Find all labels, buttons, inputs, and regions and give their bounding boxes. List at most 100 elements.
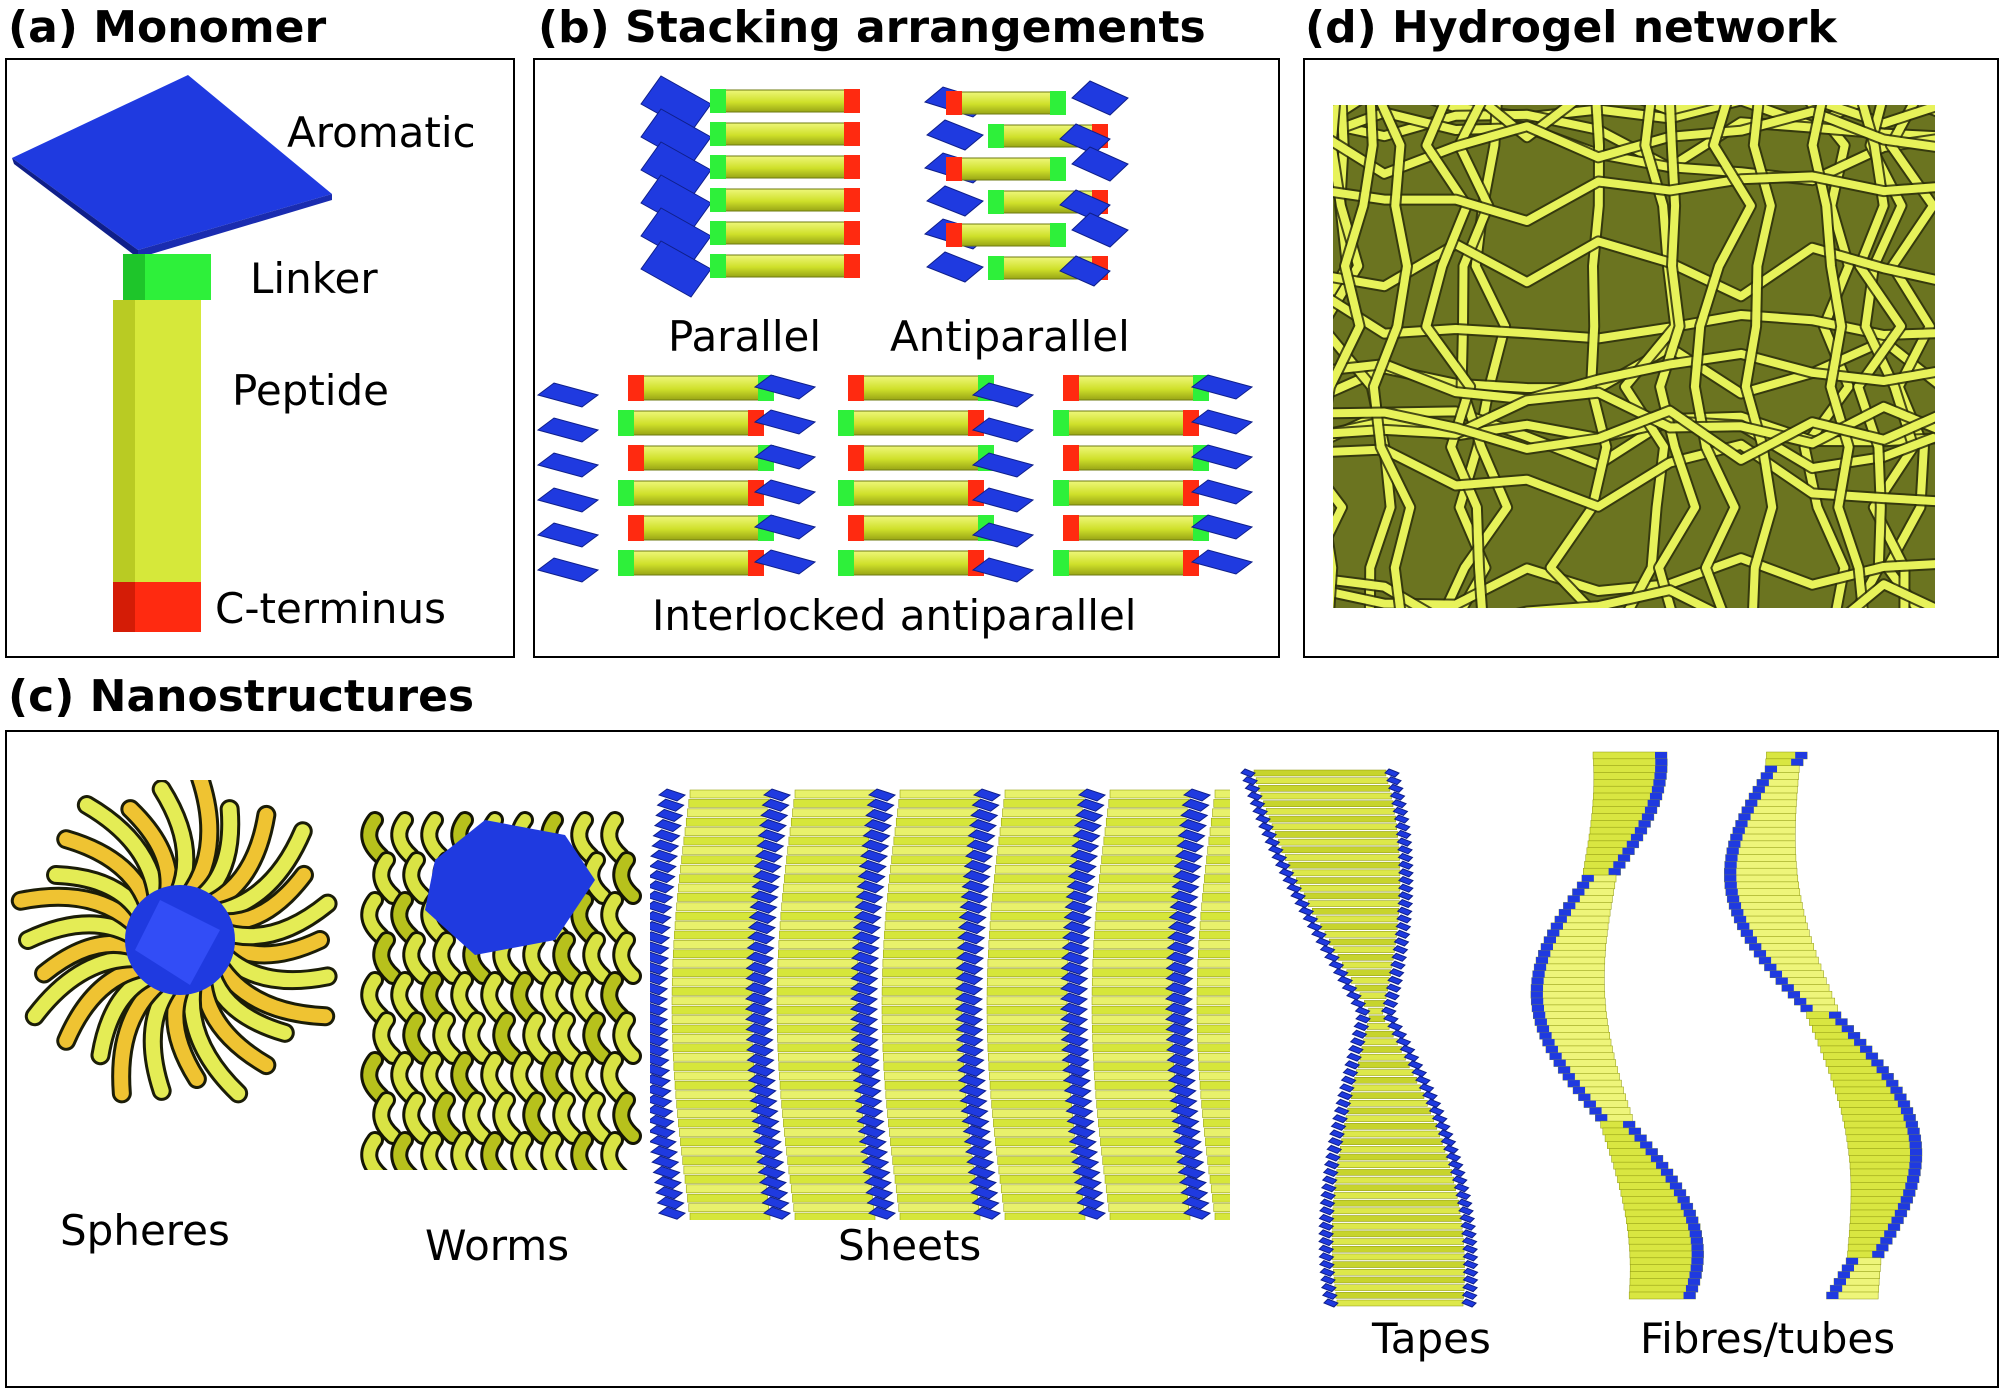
sheet-strand-1-5 <box>788 836 870 846</box>
sheet-strand-2-21 <box>881 987 963 996</box>
fibre-b-aromatic-36 <box>1794 998 1807 1006</box>
sheet-aromatic-0-24 <box>650 1033 669 1047</box>
tape-aromatic-right-53 <box>1451 1175 1468 1185</box>
sheet-strand-0-6 <box>682 846 763 855</box>
anti-rod-5-left-cap <box>988 256 1004 280</box>
sheet-aromatic-3-0 <box>972 788 1002 802</box>
worm-arm-5-7 <box>585 1014 609 1062</box>
tape-strand-69 <box>1336 1299 1464 1307</box>
inter-rod-0-1-right-cap <box>748 410 764 436</box>
sheet-strand-3-40 <box>998 1165 1080 1175</box>
sheet-strand-3-5 <box>998 836 1080 846</box>
fibre-b-aromatic-62 <box>1907 1175 1920 1183</box>
sheet-aromatic-0-23 <box>650 1023 669 1037</box>
tape-aromatic-left-31 <box>1354 1006 1371 1016</box>
sheet-strand-2-24 <box>881 1015 963 1024</box>
tape-aromatic-left-11 <box>1271 852 1288 863</box>
tape-strand-57 <box>1332 1207 1461 1215</box>
sheet-aromatic-4-40 <box>1076 1196 1105 1210</box>
sheet-aromatic-3-18 <box>955 972 984 986</box>
sheet-strand-3-36 <box>994 1128 1075 1137</box>
fibre-b-aromatic-72 <box>1876 1244 1889 1252</box>
sheet-strand-5-24 <box>1196 1015 1230 1024</box>
sheet-aromatic-5-38 <box>1178 1176 1207 1190</box>
sheet-aromatic-1-2 <box>760 808 789 822</box>
tape-strand-32 <box>1368 1015 1386 1023</box>
inter-rod-1-1-peptide <box>839 410 983 436</box>
sheet-strand-3-38 <box>996 1146 1077 1156</box>
sheet-strand-1-35 <box>783 1118 864 1128</box>
parallel-rod-2-left-cap <box>710 155 726 179</box>
sheet-strand-2-12 <box>886 902 967 912</box>
tape-aromatic-right-17 <box>1397 898 1414 909</box>
sheet-aromatic-3-30 <box>959 1094 988 1108</box>
worm-arm-5-3 <box>465 1014 489 1062</box>
sheet-strand-0-7 <box>681 855 762 865</box>
sheet-aromatic-4-5 <box>1071 839 1100 853</box>
sheet-aromatic-1-29 <box>748 1084 777 1098</box>
sheet-aromatic-4-20 <box>1059 992 1089 1006</box>
fibre-b-aromatic-42 <box>1854 1039 1867 1047</box>
sheet-strand-5-9 <box>1204 874 1230 883</box>
fibre-b-aromatic-37 <box>1800 1004 1813 1012</box>
sheet-aromatic-1-6 <box>754 849 784 863</box>
tape-aromatic-left-60 <box>1318 1229 1334 1239</box>
sheet-aromatic-1-5 <box>756 839 785 853</box>
sheet-aromatic-3-4 <box>967 829 996 843</box>
tape-aromatic-right-50 <box>1445 1152 1462 1162</box>
sheet-aromatic-2-2 <box>865 808 894 822</box>
sheet-aromatic-0-8 <box>650 870 676 884</box>
fibre-b-aromatic-12 <box>1730 834 1743 842</box>
fibre-b-aromatic-24 <box>1734 916 1747 924</box>
network-fibre-4 <box>1333 108 1935 185</box>
fibre-a-aromatic-12 <box>1630 834 1643 842</box>
sheet-strand-2-37 <box>890 1137 971 1147</box>
tape-strand-51 <box>1337 1161 1450 1168</box>
tape-aromatic-left-4 <box>1249 799 1266 809</box>
sheet-aromatic-0-40 <box>656 1196 685 1210</box>
worm-arm-4-3 <box>453 974 477 1022</box>
tape-aromatic-left-40 <box>1340 1075 1357 1085</box>
sheet-aromatic-2-19 <box>850 982 879 996</box>
interlocked-label: Interlocked antiparallel <box>652 591 1137 640</box>
tape-strand-68 <box>1335 1292 1464 1299</box>
sheet-aromatic-4-14 <box>1062 931 1091 945</box>
tape-aromatic-right-51 <box>1447 1160 1464 1170</box>
tape-aromatic-left-46 <box>1330 1121 1347 1131</box>
sheet-strand-5-10 <box>1203 883 1230 893</box>
sheet-aromatic-4-10 <box>1065 890 1094 904</box>
worm-arm-4-5 <box>513 974 537 1022</box>
sheet-strand-5-31 <box>1199 1081 1230 1090</box>
fibre-b-aromatic-68 <box>1891 1216 1904 1224</box>
sheet-strand-1-30 <box>779 1071 860 1081</box>
sheet-aromatic-5-40 <box>1181 1196 1210 1210</box>
peptide-label: Peptide <box>232 366 389 415</box>
fibre-b-aromatic-13 <box>1728 840 1741 848</box>
fibre-b-aromatic-32 <box>1770 970 1783 978</box>
sheet-aromatic-5-28 <box>1167 1074 1196 1088</box>
sheet-aromatic-3-8 <box>962 870 991 884</box>
sheet-aromatic-2-3 <box>863 819 892 833</box>
worm-arm-8-1 <box>393 1134 414 1170</box>
fibre-a-aromatic-35 <box>1530 991 1543 999</box>
tape-aromatic-left-26 <box>1332 968 1349 978</box>
sheet-aromatic-0-32 <box>650 1114 675 1128</box>
sheet-aromatic-6-41 <box>1289 1207 1315 1219</box>
fibre-a-aromatic-20 <box>1572 888 1585 896</box>
tape-aromatic-right-63 <box>1462 1252 1479 1262</box>
sheet-strand-1-42 <box>790 1184 872 1194</box>
tape-aromatic-right-34 <box>1391 1029 1408 1039</box>
tape-aromatic-left-20 <box>1306 922 1323 932</box>
anti-aromatic-left-3 <box>926 185 984 217</box>
sheet-aromatic-6-18 <box>1271 973 1297 985</box>
sheet-strand-4-38 <box>1101 1146 1182 1156</box>
sheet-strand-5-17 <box>1198 949 1230 959</box>
spheres-structure <box>10 780 338 1104</box>
sheet-strand-0-20 <box>671 977 753 987</box>
worm-arm-5-8 <box>615 1014 639 1062</box>
inter-rod-2-2-left-cap <box>1063 445 1079 471</box>
sheet-strand-4-33 <box>1096 1099 1177 1109</box>
worm-arm-1-8 <box>615 854 639 902</box>
sheet-aromatic-5-6 <box>1174 849 1204 863</box>
